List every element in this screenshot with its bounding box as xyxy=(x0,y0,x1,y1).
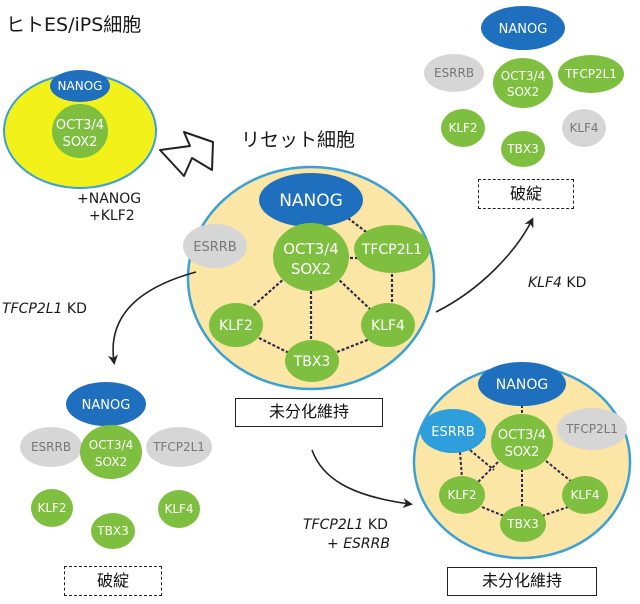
reset-cells-title: リセット細胞 xyxy=(241,129,356,151)
label-kd-esrrb-line2-prefix: + xyxy=(327,536,344,552)
bl-oct-sox-node: OCT3/4 SOX2 xyxy=(80,425,142,479)
svg-text:KLF2: KLF2 xyxy=(219,318,253,334)
reset-tfcp2l1-node: TFCP2L1 xyxy=(354,225,430,273)
bl-klf2-node: KLF2 xyxy=(31,489,73,527)
svg-text:KLF2: KLF2 xyxy=(37,501,66,515)
tr-nanog-node: NANOG xyxy=(481,6,565,50)
arrow-tfcp2l1-kd xyxy=(108,271,197,365)
svg-text:TBX3: TBX3 xyxy=(506,517,538,531)
reset-tbx3-node: TBX3 xyxy=(285,340,339,382)
svg-text:SOX2: SOX2 xyxy=(63,135,98,150)
br-tfcp2l1-node: TFCP2L1 xyxy=(557,408,627,450)
svg-text:TFCP2L1: TFCP2L1 xyxy=(565,422,618,436)
tr-klf4-node: KLF4 xyxy=(562,109,606,147)
tr-klf2-node: KLF2 xyxy=(441,109,485,147)
svg-text:KLF4: KLF4 xyxy=(371,318,405,334)
label-tfcp2l1-kd: TFCP2L1 KD xyxy=(2,301,87,318)
tr-esrrb-node: ESRRB xyxy=(424,54,484,92)
br-esrrb-node: ESRRB xyxy=(420,409,486,453)
arrow-tfcp2l1-kd-esrrb xyxy=(311,449,413,509)
outcome-collapse-top-right: 破綻 xyxy=(478,179,574,209)
svg-text:OCT3/4: OCT3/4 xyxy=(89,438,133,452)
label-klf4-kd: KLF4 KD xyxy=(528,275,586,292)
svg-text:OCT3/4: OCT3/4 xyxy=(283,240,339,258)
label-klf4-kd-gene: KLF4 xyxy=(528,275,562,291)
reset-klf4-node: KLF4 xyxy=(361,303,415,347)
reset-nanog-node: NANOG xyxy=(259,173,363,227)
tr-tbx3-node: TBX3 xyxy=(501,131,545,167)
svg-text:SOX2: SOX2 xyxy=(291,260,331,278)
label-tfcp2l1-kd-gene: TFCP2L1 xyxy=(2,301,63,317)
label-tfcp2l1-kd-suffix: KD xyxy=(62,301,87,317)
svg-text:SOX2: SOX2 xyxy=(507,85,539,99)
svg-text:TBX3: TBX3 xyxy=(293,354,331,370)
arrow-klf4-kd xyxy=(435,217,534,313)
svg-text:KLF2: KLF2 xyxy=(448,121,477,135)
svg-text:ESRRB: ESRRB xyxy=(193,240,236,255)
outcome-maintained-center: 未分化維持 xyxy=(235,398,383,427)
svg-text:NANOG: NANOG xyxy=(279,191,343,211)
svg-text:TFCP2L1: TFCP2L1 xyxy=(361,242,422,258)
bl-esrrb-node: ESRRB xyxy=(20,427,82,467)
br-tbx3-node: TBX3 xyxy=(500,506,546,542)
svg-text:OCT3/4: OCT3/4 xyxy=(501,69,545,83)
outcome-maintained-bottom-right: 未分化維持 xyxy=(447,567,597,596)
tr-tfcp2l1-node: TFCP2L1 xyxy=(558,55,624,93)
label-kd-esrrb-line2-gene: ESRRB xyxy=(343,536,390,552)
br-oct-sox-node: OCT3/4 SOX2 xyxy=(491,414,553,470)
svg-text:OCT3/4: OCT3/4 xyxy=(498,428,546,443)
svg-text:NANOG: NANOG xyxy=(496,377,548,393)
svg-text:TBX3: TBX3 xyxy=(506,142,538,156)
svg-text:ESRRB: ESRRB xyxy=(434,66,474,80)
svg-text:NANOG: NANOG xyxy=(82,398,131,413)
svg-text:TFCP2L1: TFCP2L1 xyxy=(564,67,617,81)
svg-text:TFCP2L1: TFCP2L1 xyxy=(152,440,205,454)
label-tfcp2l1-kd-esrrb-line1: TFCP2L1 KD xyxy=(303,517,388,534)
label-kd-esrrb-line1-suffix: KD xyxy=(363,517,388,533)
added-factor-nanog: +NANOG xyxy=(77,191,142,207)
svg-text:OCT3/4: OCT3/4 xyxy=(56,118,104,133)
outcome-collapse-bottom-left: 破綻 xyxy=(64,566,162,596)
bl-nanog-node: NANOG xyxy=(66,382,146,426)
svg-text:TBX3: TBX3 xyxy=(96,524,128,538)
human-oct-sox-node: OCT3/4 SOX2 xyxy=(52,104,108,158)
svg-text:SOX2: SOX2 xyxy=(505,445,540,460)
svg-text:ESRRB: ESRRB xyxy=(431,425,474,440)
tr-oct-sox-node: OCT3/4 SOX2 xyxy=(493,58,553,108)
label-tfcp2l1-kd-esrrb-line2: + ESRRB xyxy=(327,536,390,553)
bl-tbx3-node: TBX3 xyxy=(91,513,135,549)
human-nanog-node: NANOG xyxy=(50,70,110,102)
br-nanog-node: NANOG xyxy=(478,362,566,406)
reset-esrrb-node: ESRRB xyxy=(183,224,247,268)
svg-text:KLF2: KLF2 xyxy=(447,488,476,502)
svg-text:NANOG: NANOG xyxy=(58,79,103,93)
svg-text:KLF4: KLF4 xyxy=(569,121,598,135)
reset-klf2-node: KLF2 xyxy=(209,303,263,347)
svg-text:ESRRB: ESRRB xyxy=(31,440,71,454)
br-klf2-node: KLF2 xyxy=(439,476,485,514)
reset-oct-sox-node: OCT3/4 SOX2 xyxy=(273,223,349,291)
bl-tfcp2l1-node: TFCP2L1 xyxy=(146,427,212,467)
bl-klf4-node: KLF4 xyxy=(158,490,200,528)
conversion-arrow xyxy=(159,131,214,177)
svg-text:NANOG: NANOG xyxy=(499,22,548,37)
svg-text:KLF4: KLF4 xyxy=(164,502,193,516)
label-kd-esrrb-line1-gene: TFCP2L1 xyxy=(303,517,364,533)
human-cells-title: ヒトES/iPS細胞 xyxy=(6,14,142,36)
added-factor-klf2: +KLF2 xyxy=(89,208,135,224)
svg-text:KLF4: KLF4 xyxy=(570,488,599,502)
label-klf4-kd-suffix: KD xyxy=(561,275,587,291)
br-klf4-node: KLF4 xyxy=(562,476,608,514)
svg-text:SOX2: SOX2 xyxy=(95,455,127,469)
